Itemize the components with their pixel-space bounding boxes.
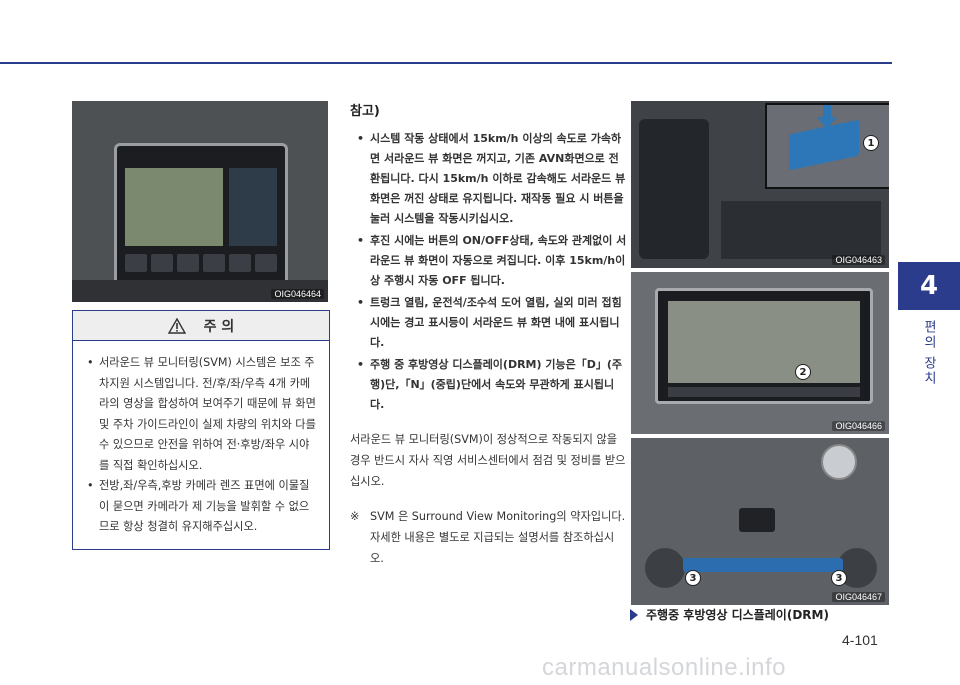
- control-strip: [683, 558, 843, 572]
- photo-code: OIG046466: [832, 421, 885, 431]
- drm-display: [655, 288, 873, 404]
- note-item: 시스템 작동 상태에서 15km/h 이상의 속도로 가속하면 서라운드 뷰 화…: [357, 129, 628, 229]
- footnote-text: SVM 은 Surround View Monitoring의 약자입니다. 자…: [370, 510, 626, 565]
- caution-title: 주 의: [203, 318, 235, 335]
- reference-mark: ※: [350, 510, 360, 523]
- notes-list: 시스템 작동 상태에서 15km/h 이상의 속도로 가속하면 서라운드 뷰 화…: [350, 129, 628, 415]
- service-paragraph: 서라운드 뷰 모니터링(SVM)이 정상적으로 작동되지 않을 경우 반드시 자…: [350, 433, 626, 488]
- svm-button-photo: 1 OIG046463: [631, 101, 889, 268]
- zoom-inset: 1: [765, 103, 889, 189]
- arrow-down-icon: [817, 105, 837, 129]
- notes-heading: 참고): [350, 104, 380, 119]
- dash-vent: [72, 280, 328, 302]
- svm-screen-photo: OIG046464: [72, 101, 328, 302]
- drm-screen-photo: 2 OIG046466: [631, 272, 889, 434]
- photo-code: OIG046464: [271, 289, 324, 299]
- watermark: carmanualsonline.info: [542, 654, 786, 681]
- analog-clock: [821, 444, 857, 480]
- caution-box: 주 의 서라운드 뷰 모니터링(SVM) 시스템은 보조 주차지원 시스템입니다…: [72, 310, 330, 550]
- figure-caption: 주행중 후방영상 디스플레이(DRM): [630, 606, 829, 623]
- chapter-tab[interactable]: 4: [898, 262, 960, 310]
- top-rule: [0, 62, 892, 64]
- screen-button-row: [668, 387, 860, 397]
- callout-badge: 3: [685, 570, 701, 586]
- screen-button-row: [125, 254, 277, 272]
- photo-code: OIG046463: [832, 255, 885, 265]
- callout-badge: 3: [831, 570, 847, 586]
- rear-camera-view: [668, 301, 860, 383]
- caution-item: 전방,좌/우측,후방 카메라 렌즈 표면에 이물질이 묻으면 카메라가 제 기능…: [87, 476, 319, 538]
- camera-view: [125, 168, 223, 246]
- note-item: 후진 시에는 버튼의 ON/OFF상태, 속도와 관계없이 서라운드 뷰 화면이…: [357, 231, 628, 291]
- page-number: 4-101: [842, 632, 878, 648]
- chapter-label: 편의 장치: [921, 320, 936, 387]
- note-item: 주행 중 후방영상 디스플레이(DRM) 기능은「D」(주행)단,「N」(중립)…: [357, 355, 628, 415]
- notes-column: 참고) 시스템 작동 상태에서 15km/h 이상의 속도로 가속하면 서라운드…: [350, 100, 628, 569]
- caution-item: 서라운드 뷰 모니터링(SVM) 시스템은 보조 주차지원 시스템입니다. 전/…: [87, 353, 319, 476]
- svm-footnote: ※ SVM 은 Surround View Monitoring의 약자입니다.…: [350, 506, 628, 569]
- caution-list: 서라운드 뷰 모니터링(SVM) 시스템은 보조 주차지원 시스템입니다. 전/…: [73, 341, 329, 538]
- callout-badge: 1: [863, 135, 879, 151]
- caption-text: 주행중 후방영상 디스플레이(DRM): [646, 608, 829, 622]
- photo-code: OIG046467: [832, 592, 885, 602]
- center-console-photo: 3 3 OIG046467: [631, 438, 889, 605]
- warning-icon: [167, 317, 186, 334]
- svm-display: [114, 143, 288, 299]
- note-item: 트렁크 열림, 운전석/조수석 도어 열림, 실외 미러 접힘 시에는 경고 표…: [357, 293, 628, 353]
- console-panel: [721, 201, 881, 259]
- callout-badge: 2: [795, 364, 811, 380]
- volume-knob: [645, 548, 685, 588]
- caption-triangle-icon: [630, 608, 638, 621]
- top-view: [229, 168, 277, 246]
- hazard-button: [739, 508, 775, 532]
- caution-header: 주 의: [73, 311, 329, 341]
- gear-shift: [639, 119, 709, 259]
